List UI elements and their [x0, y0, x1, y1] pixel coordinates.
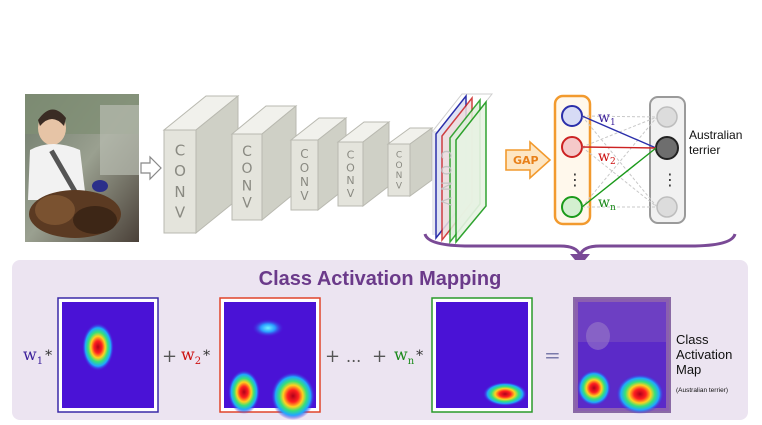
output-class-label: Australian terrier	[689, 128, 746, 157]
plus-1: +	[162, 346, 177, 367]
conv-layer-3-letter: O	[300, 161, 309, 175]
output-node-dots: ⋮	[662, 170, 678, 189]
svg-text:wn*: wn*	[394, 345, 423, 367]
weight-label-1: w1	[598, 110, 616, 128]
gap-node-column: ⋮	[553, 94, 592, 226]
gap-node-1	[561, 105, 583, 127]
conv-layer-3-letter: V	[300, 189, 309, 203]
conv-layer-3-letter: C	[300, 147, 308, 161]
conv-layer-5-letter: V	[396, 182, 403, 192]
conv-layer-2: CONV	[230, 104, 298, 222]
conv-layer-5-letter: N	[396, 171, 403, 181]
gap-node-2	[561, 136, 583, 158]
output-node-terrier	[655, 136, 679, 160]
svg-text:w2*: w2*	[181, 345, 210, 367]
conv-layer-5: CONV	[386, 127, 434, 197]
last-conv-feature-maps: CONV	[430, 93, 494, 245]
ellipsis: ...	[346, 347, 361, 366]
conv-layer-5-letter: C	[396, 150, 402, 160]
conv-layer-5-letter: O	[395, 161, 402, 171]
gap-arrow: GAP	[505, 140, 552, 180]
output-node-column: ⋮	[649, 96, 686, 224]
weight-label-n: wn	[598, 195, 616, 213]
svg-text:w1*: w1*	[23, 345, 52, 367]
conv-layer-2-letter: V	[242, 195, 252, 211]
cam-output-sublabel: (Australian terrier)	[676, 387, 728, 394]
equals: =	[544, 343, 561, 367]
cam-panel	[12, 260, 748, 420]
conv-layer-2-letter: C	[242, 144, 252, 160]
gap-node-n	[561, 196, 583, 218]
plus-2: +	[325, 346, 340, 367]
last-conv-label: CONV	[438, 150, 453, 212]
conv-layer-4: CONV	[336, 120, 391, 208]
output-node-1	[656, 106, 678, 128]
cam-output-label: Class Activation Map	[676, 332, 736, 377]
fc-connections	[581, 115, 658, 208]
conv-layer-4-letter: O	[346, 161, 355, 174]
cam-term-n: wn*	[394, 297, 533, 413]
conv-layer-3-letter: N	[300, 175, 309, 189]
conv-layer-1-letter: N	[174, 183, 185, 201]
conv-layer-1-letter: O	[174, 162, 186, 180]
conv-layer-1: CONV	[162, 94, 240, 235]
conv-layer-1-letter: V	[175, 203, 186, 221]
weight-label-2: w2	[598, 149, 616, 167]
conv-layer-4-letter: V	[347, 187, 355, 200]
output-node-last	[656, 196, 678, 218]
input-photo	[25, 94, 139, 242]
cam-term-1: w1*	[23, 297, 159, 413]
conv-layer-1-letter: C	[175, 142, 185, 160]
conv-layer-4-letter: N	[346, 174, 354, 187]
cam-output-map	[573, 297, 671, 414]
plus-3: +	[372, 346, 387, 367]
conv-layer-2-letter: N	[242, 178, 252, 194]
input-arrow	[140, 155, 162, 181]
gap-label: GAP	[513, 154, 539, 167]
cam-term-2: w2*	[181, 297, 321, 420]
conv-layer-4-letter: C	[347, 148, 355, 161]
gap-node-dots: ⋮	[567, 170, 583, 189]
cam-title: Class Activation Mapping	[259, 268, 502, 290]
conv-layer-2-letter: O	[241, 161, 252, 177]
weight-labels: w1 w2 wn	[598, 110, 616, 213]
